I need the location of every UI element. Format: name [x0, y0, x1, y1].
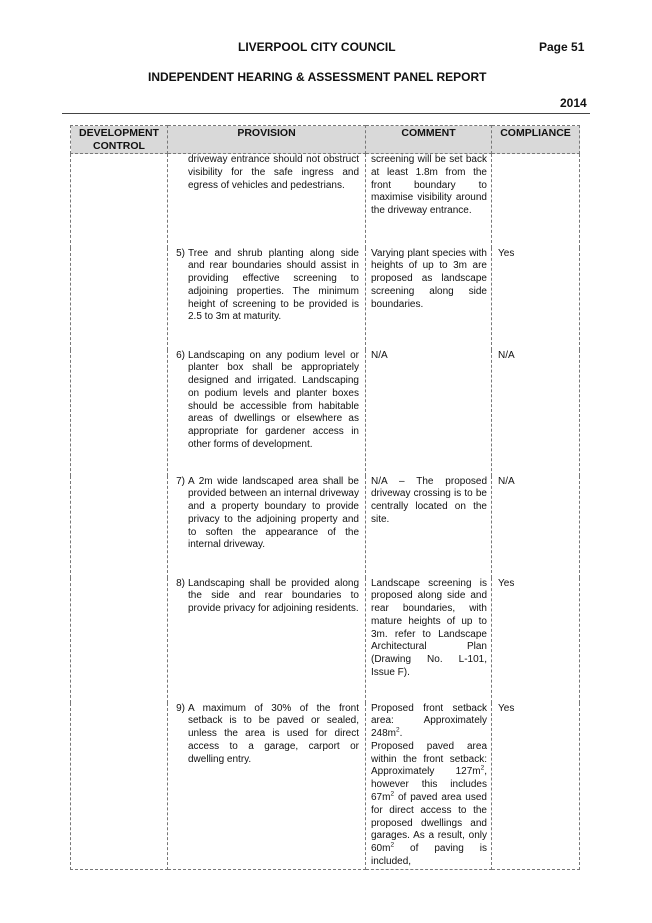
compliance-value: N/A [498, 349, 515, 361]
header-rule [62, 113, 590, 114]
development-control-cell [70, 349, 168, 476]
provision-cell: 7) A 2m wide landscaped area shall be pr… [167, 475, 366, 578]
development-control-cell [70, 702, 168, 870]
table-row: 9) A maximum of 30% of the front setback… [70, 702, 580, 870]
comment-cell: N/A – The proposed driveway crossing is … [365, 475, 492, 578]
provision-number: 9) [176, 702, 185, 714]
provision-cell: 5) Tree and shrub planting along side an… [167, 247, 366, 350]
table-row: 5) Tree and shrub planting along side an… [70, 247, 580, 350]
comment-text: N/A – The proposed driveway crossing is … [371, 475, 487, 525]
comment-paragraph: Proposed front setback area: Approximate… [371, 702, 487, 740]
comment-cell: screening will be set back at least 1.8m… [365, 153, 492, 248]
compliance-value: Yes [498, 577, 515, 589]
comment-paragraph: Proposed paved area within the front set… [371, 740, 487, 868]
comment-cell: Varying plant species with heights of up… [365, 247, 492, 350]
table-row: 6) Landscaping on any podium level or pl… [70, 349, 580, 476]
provision-text: A maximum of 30% of the front setback is… [188, 702, 359, 765]
column-header-compliance: COMPLIANCE [491, 125, 580, 154]
column-header-development-control: DEVELOPMENT CONTROL [70, 125, 168, 154]
report-title: INDEPENDENT HEARING & ASSESSMENT PANEL R… [148, 70, 487, 84]
development-control-cell [70, 475, 168, 578]
council-name: LIVERPOOL CITY COUNCIL [238, 40, 396, 54]
table-header-row: DEVELOPMENT CONTROL PROVISION COMMENT CO… [70, 125, 580, 154]
compliance-cell: Yes [491, 247, 580, 350]
comment-text: Landscape screening is proposed along si… [371, 577, 487, 679]
development-control-cell [70, 153, 168, 248]
provision-cell: 8) Landscaping shall be provided along t… [167, 577, 366, 703]
provision-number: 8) [176, 577, 185, 589]
table-row: 8) Landscaping shall be provided along t… [70, 577, 580, 703]
provision-text: A 2m wide landscaped area shall be provi… [188, 475, 359, 551]
provision-text: Landscaping shall be provided along the … [188, 577, 359, 615]
provision-number: 7) [176, 475, 185, 487]
comment-cell: Proposed front setback area: Approximate… [365, 702, 492, 870]
page-number: Page 51 [539, 40, 585, 54]
table-row: 7) A 2m wide landscaped area shall be pr… [70, 475, 580, 578]
comment-text: N/A [371, 349, 388, 361]
provision-text: Landscaping on any podium level or plant… [188, 349, 359, 451]
compliance-cell [491, 153, 580, 248]
comment-cell: N/A [365, 349, 492, 476]
provision-text: Tree and shrub planting along side and r… [188, 247, 359, 323]
comment-text: Varying plant species with heights of up… [371, 247, 487, 310]
comment-text: screening will be set back at least 1.8m… [371, 154, 487, 217]
compliance-value: Yes [498, 702, 515, 714]
provision-cell: 6) Landscaping on any podium level or pl… [167, 349, 366, 476]
comment-text: Proposed front setback area: Approximate… [366, 703, 491, 869]
provision-number: 5) [176, 247, 185, 259]
table-row: driveway entrance should not obstruct vi… [70, 153, 580, 248]
compliance-value: Yes [498, 247, 515, 259]
provision-cell: driveway entrance should not obstruct vi… [167, 153, 366, 248]
provision-text: driveway entrance should not obstruct vi… [188, 154, 359, 191]
column-header-provision: PROVISION [167, 125, 366, 154]
report-year: 2014 [560, 96, 587, 110]
compliance-cell: N/A [491, 349, 580, 476]
comment-cell: Landscape screening is proposed along si… [365, 577, 492, 703]
compliance-cell: Yes [491, 702, 580, 870]
compliance-table: DEVELOPMENT CONTROL PROVISION COMMENT CO… [70, 125, 580, 870]
compliance-cell: N/A [491, 475, 580, 578]
provision-cell: 9) A maximum of 30% of the front setback… [167, 702, 366, 870]
compliance-value: N/A [498, 475, 515, 487]
provision-number: 6) [176, 349, 185, 361]
development-control-cell [70, 577, 168, 703]
column-header-comment: COMMENT [365, 125, 492, 154]
compliance-cell: Yes [491, 577, 580, 703]
development-control-cell [70, 247, 168, 350]
